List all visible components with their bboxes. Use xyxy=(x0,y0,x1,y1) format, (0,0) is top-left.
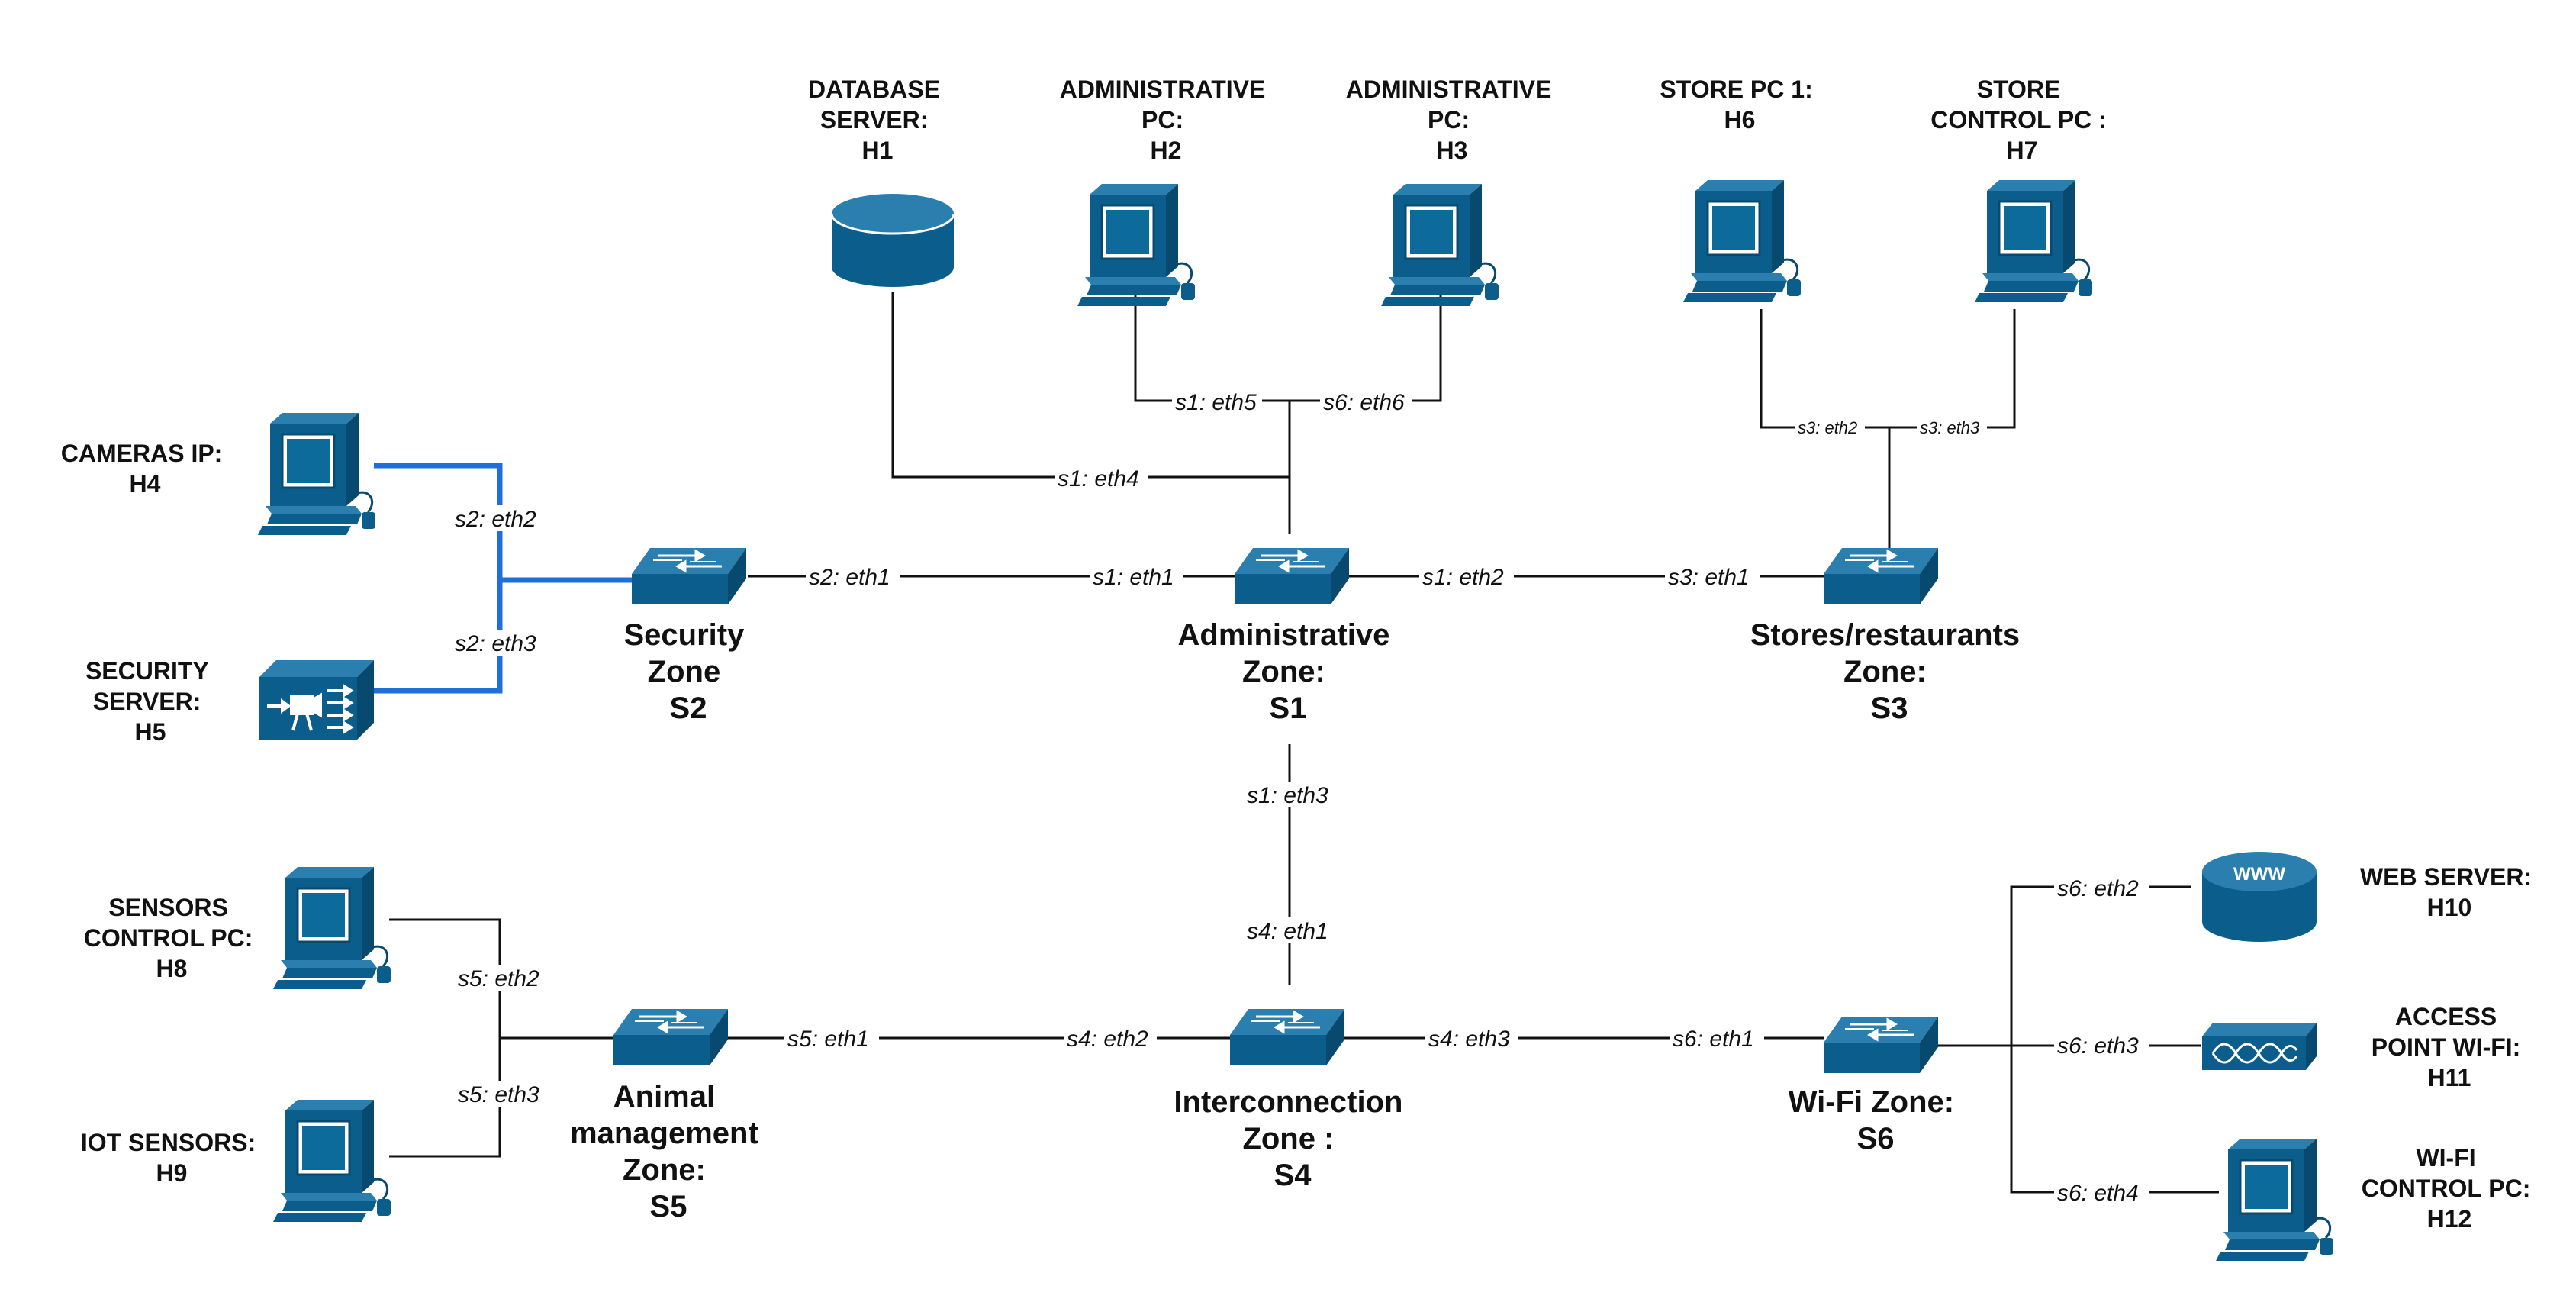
port-label: s5: eth1 xyxy=(784,1025,879,1052)
port-s4-eth3: s4: eth3 xyxy=(1428,1027,1510,1052)
port-label: s5: eth2 xyxy=(455,965,549,991)
port-s3-eth2: s3: eth2 xyxy=(1798,418,1857,437)
port-s6-eth3: s6: eth3 xyxy=(2057,1033,2139,1059)
pc-icon xyxy=(272,1098,392,1223)
port-label: s4: eth2 xyxy=(1064,1025,1157,1052)
devices: WWW xyxy=(256,179,2335,1262)
port-s1-eth5: s1: eth5 xyxy=(1175,390,1257,415)
port-label: s6: eth4 xyxy=(2054,1179,2149,1206)
label-h10: WEB SERVER: H10 xyxy=(2360,863,2539,921)
label-h1: DATABASE SERVER: H1 xyxy=(808,76,947,164)
label-h7: STORE CONTROL PC : H7 xyxy=(1930,76,2113,164)
switch-icon xyxy=(612,1007,729,1067)
port-label: s6: eth2 xyxy=(2054,875,2149,901)
port-label: s1: eth5 xyxy=(1172,388,1262,415)
pc-icon xyxy=(1380,182,1500,308)
port-label: s2: eth1 xyxy=(806,563,900,590)
label-h2: ADMINISTRATIVE PC: H2 xyxy=(1060,76,1273,164)
port-s2-eth1: s2: eth1 xyxy=(809,565,890,590)
port-s2-eth2: s2: eth2 xyxy=(455,507,536,532)
link-h6-s3 xyxy=(1760,309,1889,429)
port-s5-eth1: s5: eth1 xyxy=(787,1027,869,1052)
switch-icon xyxy=(1233,546,1351,606)
pc-icon xyxy=(1682,179,1802,304)
port-label: s3: eth2 xyxy=(1795,418,1865,438)
link-h2-s1 xyxy=(1134,294,1290,402)
database-icon xyxy=(830,194,955,287)
port-label: s1: eth4 xyxy=(1055,465,1148,492)
label-h8: SENSORS CONTROL PC: H8 xyxy=(84,894,260,982)
port-label: s1: eth2 xyxy=(1419,563,1514,590)
label-h4: CAMERAS IP: H4 xyxy=(61,440,229,498)
link-h8-s5 xyxy=(389,918,501,1158)
port-s1-eth3: s1: eth3 xyxy=(1247,783,1328,808)
link-h7-s3 xyxy=(1889,309,2016,429)
switch-icon xyxy=(1822,546,1940,606)
port-label: s1: eth3 xyxy=(1244,782,1337,808)
port-s5-eth3: s5: eth3 xyxy=(458,1082,539,1107)
pc-icon xyxy=(1973,179,2094,304)
switch-icon xyxy=(1228,1007,1346,1067)
port-s5-eth2: s5: eth2 xyxy=(458,966,539,991)
host-labels: DATABASE SERVER: H1 ADMINISTRATIVE PC: H… xyxy=(61,76,2539,1233)
port-label: s2: eth3 xyxy=(452,630,546,656)
label-s1: Administrative Zone: S1 xyxy=(1178,618,1399,725)
label-h6: STORE PC 1: H6 xyxy=(1660,76,1819,134)
label-h3: ADMINISTRATIVE PC: H3 xyxy=(1346,76,1559,164)
label-h5: SECURITY SERVER: H5 xyxy=(85,657,215,746)
label-s3: Stores/restaurants Zone: S3 xyxy=(1750,618,2029,725)
switch-icon xyxy=(630,546,748,606)
port-label: s4: eth1 xyxy=(1244,917,1337,944)
label-h9: IOT SENSORS: H9 xyxy=(81,1129,262,1187)
port-s3-eth3: s3: eth3 xyxy=(1920,418,1980,437)
port-s6-eth4: s6: eth4 xyxy=(2057,1181,2139,1206)
switch-icon xyxy=(1822,1015,1940,1075)
port-s3-eth1: s3: eth1 xyxy=(1668,565,1750,590)
port-label: s6: eth3 xyxy=(2054,1032,2149,1059)
port-label: s3: eth1 xyxy=(1665,563,1760,590)
port-label: s5: eth3 xyxy=(455,1081,549,1107)
port-label: s2: eth2 xyxy=(452,505,546,532)
access-point-icon xyxy=(2202,1023,2317,1070)
port-label: s1: eth1 xyxy=(1090,563,1183,590)
port-label: s6: eth6 xyxy=(1320,388,1412,415)
port-label: s4: eth3 xyxy=(1425,1025,1518,1052)
label-s6: Wi-Fi Zone: S6 xyxy=(1789,1085,1963,1156)
port-s1-eth2: s1: eth2 xyxy=(1422,565,1504,590)
port-s1-eth4: s1: eth4 xyxy=(1058,466,1139,492)
port-s1-eth1: s1: eth1 xyxy=(1093,565,1174,590)
port-label: s6: eth1 xyxy=(1670,1025,1764,1052)
label-h12: WI-FI CONTROL PC: H12 xyxy=(2362,1144,2538,1233)
pc-icon xyxy=(1076,182,1196,308)
www-text: WWW xyxy=(2233,864,2285,885)
pc-icon xyxy=(256,411,377,537)
label-s2: Security Zone S2 xyxy=(624,618,753,725)
port-s4-eth1: s4: eth1 xyxy=(1247,919,1328,944)
port-s6-eth1: s6: eth1 xyxy=(1673,1027,1754,1052)
port-s2-eth3: s2: eth3 xyxy=(455,631,536,656)
label-h11: ACCESS POINT WI-FI: H11 xyxy=(2372,1003,2527,1091)
pc-icon xyxy=(2214,1137,2335,1262)
link-h4-s2 xyxy=(374,463,503,694)
port-s6-eth6: s6: eth6 xyxy=(1323,390,1405,415)
video-server-icon xyxy=(259,660,374,740)
label-s5: Animal management Zone: S5 xyxy=(570,1080,767,1223)
port-s6-eth2: s6: eth2 xyxy=(2057,876,2139,901)
link-h3-s1 xyxy=(1290,294,1442,402)
zone-labels: Security Zone S2 Administrative Zone: S1… xyxy=(570,618,2029,1223)
port-s4-eth2: s4: eth2 xyxy=(1067,1027,1148,1052)
pc-icon xyxy=(272,865,392,991)
label-s4: Interconnection Zone : S4 xyxy=(1174,1085,1411,1192)
port-labels: s1: eth5 s6: eth6 s1: eth4 s3: eth2 s3: … xyxy=(452,388,2149,1206)
port-label: s3: eth3 xyxy=(1917,418,1987,438)
link-s6-hosts xyxy=(2010,885,2014,1194)
web-server-icon: WWW xyxy=(2202,852,2317,942)
